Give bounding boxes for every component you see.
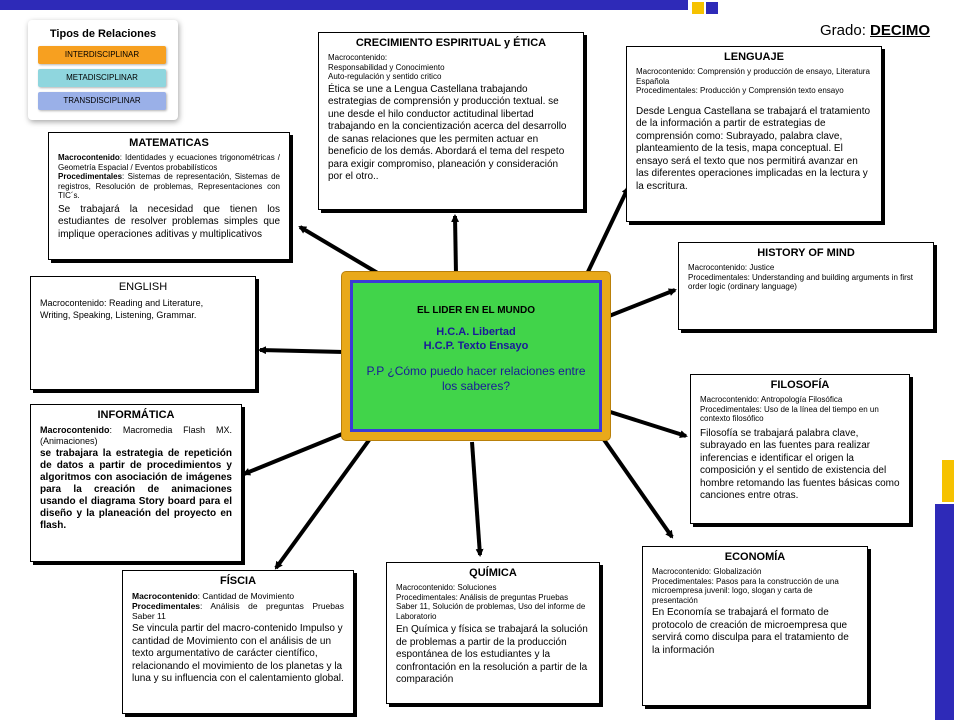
node-macro-value: Writing, Speaking, Listening, Grammar. [40, 310, 197, 320]
arrow-to-fisica [274, 434, 374, 570]
node-procedimentales: Procedimentales: Uso de la línea del tie… [700, 404, 879, 424]
node-macro: Macrocontenido: Macromedia Flash MX. (An… [40, 425, 232, 446]
arrow-to-informatica [242, 428, 353, 476]
decor-square-blue [706, 2, 718, 14]
center-node: EL LIDER EN EL MUNDO H.C.A. Libertad H.C… [342, 272, 610, 440]
grade-value: DECIMO [870, 22, 931, 39]
node-title: LENGUAJE [724, 51, 784, 63]
arrow-to-economia [598, 432, 674, 539]
legend-title: Tipos de Relaciones [49, 28, 157, 40]
node-title: MATEMATICAS [129, 137, 209, 149]
node-title: INFORMÁTICA [97, 409, 175, 421]
node-matematicas: MATEMATICAS Macrocontenido: Identidades … [48, 132, 290, 260]
legend-item-metadisciplinar: METADISCIPLINAR [38, 69, 166, 87]
node-body: Filosofía se trabajará palabra clave, su… [700, 427, 900, 502]
center-node-inner: EL LIDER EN EL MUNDO H.C.A. Libertad H.C… [350, 280, 602, 432]
node-macro: Macrocontenido: Comprensión y producción… [636, 67, 870, 86]
node-body: Se vincula partir del macro-contenido Im… [132, 623, 344, 684]
node-english: ENGLISH Macrocontenido: Reading and Lite… [30, 276, 256, 390]
node-title: CRECIMIENTO ESPIRITUAL y ÉTICA [355, 37, 547, 49]
arrow-to-english [258, 346, 345, 355]
center-question: P.P ¿Cómo puedo hacer relaciones entre l… [366, 364, 586, 393]
node-fisica: FÍSCIA Macrocontenido: Cantidad de Movim… [122, 570, 354, 714]
arrow-to-crecimiento [451, 214, 460, 275]
node-title: HISTORY OF MIND [757, 247, 855, 259]
arrow-to-history [603, 288, 677, 320]
node-body: En Química y física se trabajará la solu… [396, 624, 588, 685]
legend-item-interdisciplinar: INTERDISCIPLINAR [38, 46, 166, 64]
node-macro: Macrocontenido: Reading and Literature, [40, 298, 204, 308]
node-procedimentales: Procedimentales: Análisis de preguntas P… [396, 592, 586, 621]
center-hca: H.C.A. Libertad [436, 326, 516, 338]
node-procedimentales: Procedimentales: Sistemas de representac… [58, 172, 280, 200]
node-macro: Macrocontenido: Cantidad de Movimiento [132, 591, 295, 601]
node-quimica: QUÍMICA Macrocontenido: Soluciones Proce… [386, 562, 600, 704]
center-hcp: H.C.P. Texto Ensayo [423, 340, 529, 352]
node-body: Desde Lengua Castellana se trabajará el … [636, 105, 871, 192]
node-lenguaje: LENGUAJE Macrocontenido: Comprensión y p… [626, 46, 882, 222]
arrow-to-matematicas [298, 225, 388, 280]
node-informatica: INFORMÁTICA Macrocontenido: Macromedia F… [30, 404, 242, 562]
decor-right-blue [935, 504, 954, 720]
center-title: EL LIDER EN EL MUNDO [417, 305, 535, 316]
decor-square-yellow [692, 2, 704, 14]
node-macro-value: Responsabilidad y Conocimiento [328, 62, 445, 72]
node-body: Ética se une a Lengua Castellana trabaja… [328, 83, 567, 183]
node-procedimentales: Procedimentales: Producción y Comprensió… [636, 86, 844, 95]
node-title: ECONOMÍA [724, 551, 786, 563]
decor-right-yellow [942, 460, 954, 502]
node-procedimentales: Procedimentales: Understanding and build… [688, 272, 914, 292]
node-macro: Macrocontenido: Identidades y ecuaciones… [58, 153, 280, 172]
node-crecimiento-espiritual: CRECIMIENTO ESPIRITUAL y ÉTICA Macrocont… [318, 32, 584, 210]
node-macro-value-2: Auto-regulación y sentido critico [328, 72, 442, 81]
node-macro: Macrocontenido: [328, 53, 388, 62]
top-decor-bar [0, 0, 688, 10]
node-title: FILOSOFÍA [770, 379, 830, 391]
node-history-of-mind: HISTORY OF MIND Macrocontenido: Justice … [678, 242, 934, 330]
grade-label: Grado: DECIMO [820, 22, 931, 39]
node-filosofia: FILOSOFÍA Macrocontenido: Antropología F… [690, 374, 910, 524]
arrow-to-lenguaje [584, 186, 630, 277]
arrow-to-filosofia [603, 408, 688, 438]
node-title: FÍSCIA [219, 575, 257, 587]
node-title: ENGLISH [118, 281, 168, 293]
node-body: Se trabajará la necesidad que tienen los… [58, 203, 280, 240]
node-procedimentales: Procedimentales: Análisis de preguntas P… [132, 601, 344, 621]
legend-relation-types: Tipos de Relaciones INTERDISCIPLINAR MET… [28, 20, 178, 120]
node-macro: Macrocontenido: Globalización [652, 567, 762, 576]
node-procedimentales: Procedimentales: Pasos para la construcc… [652, 576, 839, 605]
node-macro: Macrocontenido: Soluciones [396, 583, 497, 592]
node-title: QUÍMICA [469, 567, 517, 579]
legend-item-transdisciplinar: TRANSDISCIPLINAR [38, 92, 166, 110]
node-macro: Macrocontenido: Justice [688, 263, 775, 272]
node-body: En Economía se trabajará el formato de p… [652, 607, 849, 656]
node-body: se trabajara la estrategia de repetición… [40, 448, 232, 531]
arrow-to-quimica [470, 441, 484, 557]
node-economia: ECONOMÍA Macrocontenido: Globalización P… [642, 546, 868, 706]
node-macro: Macrocontenido: Antropología Filosófica [700, 395, 843, 404]
